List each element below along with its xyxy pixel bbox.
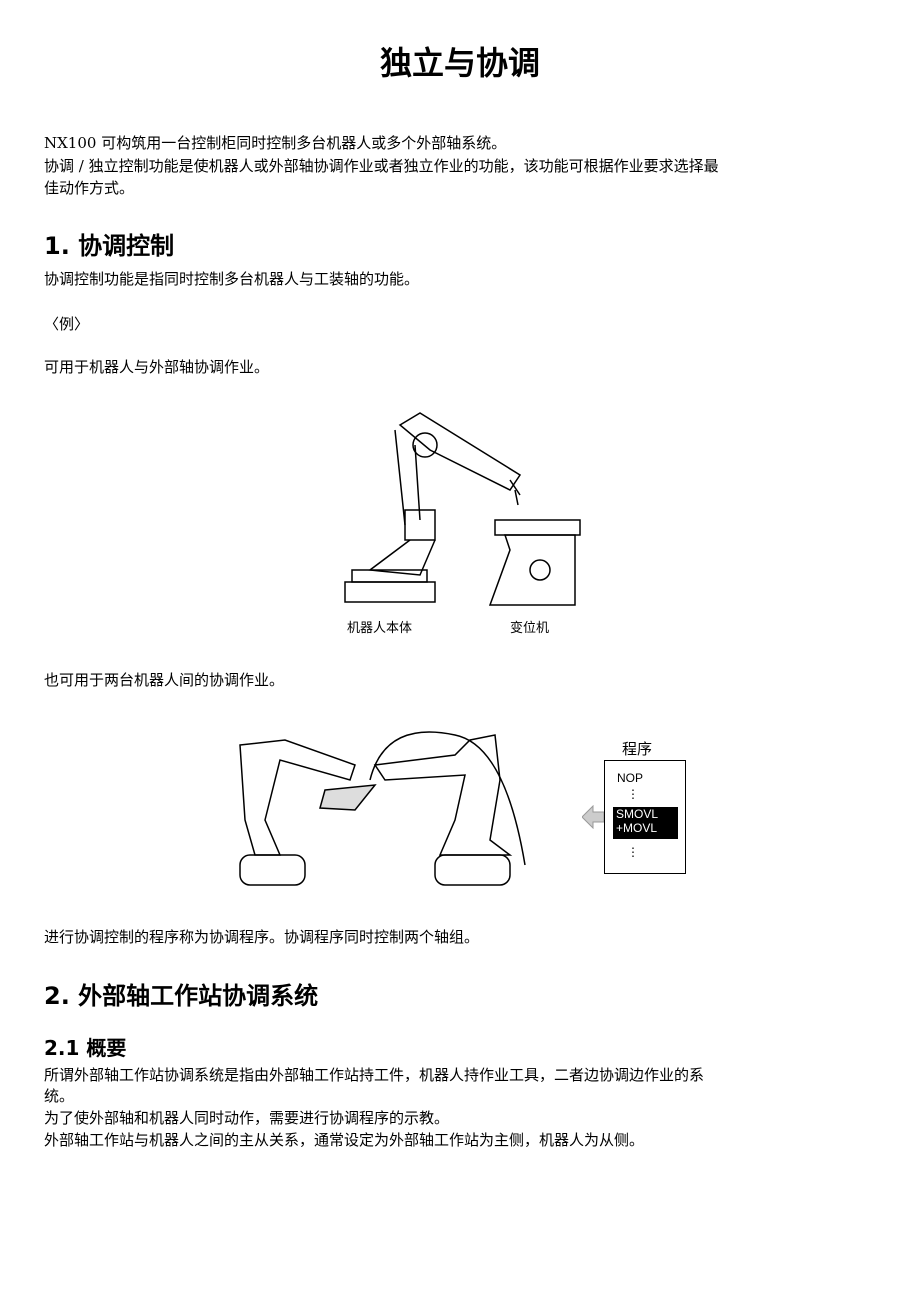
program-line: SMOVL [616, 807, 659, 821]
page-title: 独立与协调 [379, 44, 540, 82]
arrow-left-icon [582, 805, 604, 829]
intro-line: 佳动作方式。 [44, 179, 135, 197]
label-positioner: 变位机 [510, 621, 550, 636]
paragraph: 可用于机器人与外部轴协调作业。 [44, 358, 270, 376]
paragraph-line: 所谓外部轴工作站协调系统是指由外部轴工作站持工件，机器人持作业工具，二者边协调边… [44, 1066, 705, 1084]
subsection-heading: 2.1 概要 [44, 1036, 127, 1060]
program-line: NOP [617, 771, 644, 785]
robot-positioner-figure [344, 412, 581, 606]
section-heading-2: 2. 外部轴工作站协调系统 [44, 982, 319, 1010]
paragraph: 进行协调控制的程序称为协调程序。协调程序同时控制两个轴组。 [44, 928, 480, 946]
section-heading-1: 1. 协调控制 [44, 232, 175, 260]
program-box: NOP ⋮ SMOVL+MOVL ⋮ [604, 760, 686, 874]
paragraph-line: 为了使外部轴和机器人同时动作，需要进行协调程序的示教。 [44, 1109, 450, 1127]
paragraph-line: 统。 [44, 1087, 75, 1105]
intro-line: 协调 / 独立控制功能是使机器人或外部轴协调作业或者独立作业的功能，该功能可根据… [44, 157, 719, 175]
highlighted-lines: SMOVL+MOVL [613, 807, 678, 839]
label-robot: 机器人本体 [347, 621, 413, 636]
intro-line: NX100 可构筑用一台控制柜同时控制多台机器人或多个外部轴系统。 [44, 134, 507, 152]
dual-robot-figure [239, 731, 526, 886]
program-ellipsis: ⋮ [627, 787, 639, 801]
program-line: +MOVL [616, 821, 658, 835]
example-label: 〈例〉 [44, 315, 90, 333]
program-ellipsis: ⋮ [627, 845, 639, 859]
paragraph: 也可用于两台机器人间的协调作业。 [44, 671, 285, 689]
paragraph-line: 外部轴工作站与机器人之间的主从关系，通常设定为外部轴工作站为主侧，机器人为从侧。 [44, 1131, 645, 1149]
program-title: 程序 [622, 740, 653, 758]
paragraph: 协调控制功能是指同时控制多台机器人与工装轴的功能。 [44, 270, 420, 288]
